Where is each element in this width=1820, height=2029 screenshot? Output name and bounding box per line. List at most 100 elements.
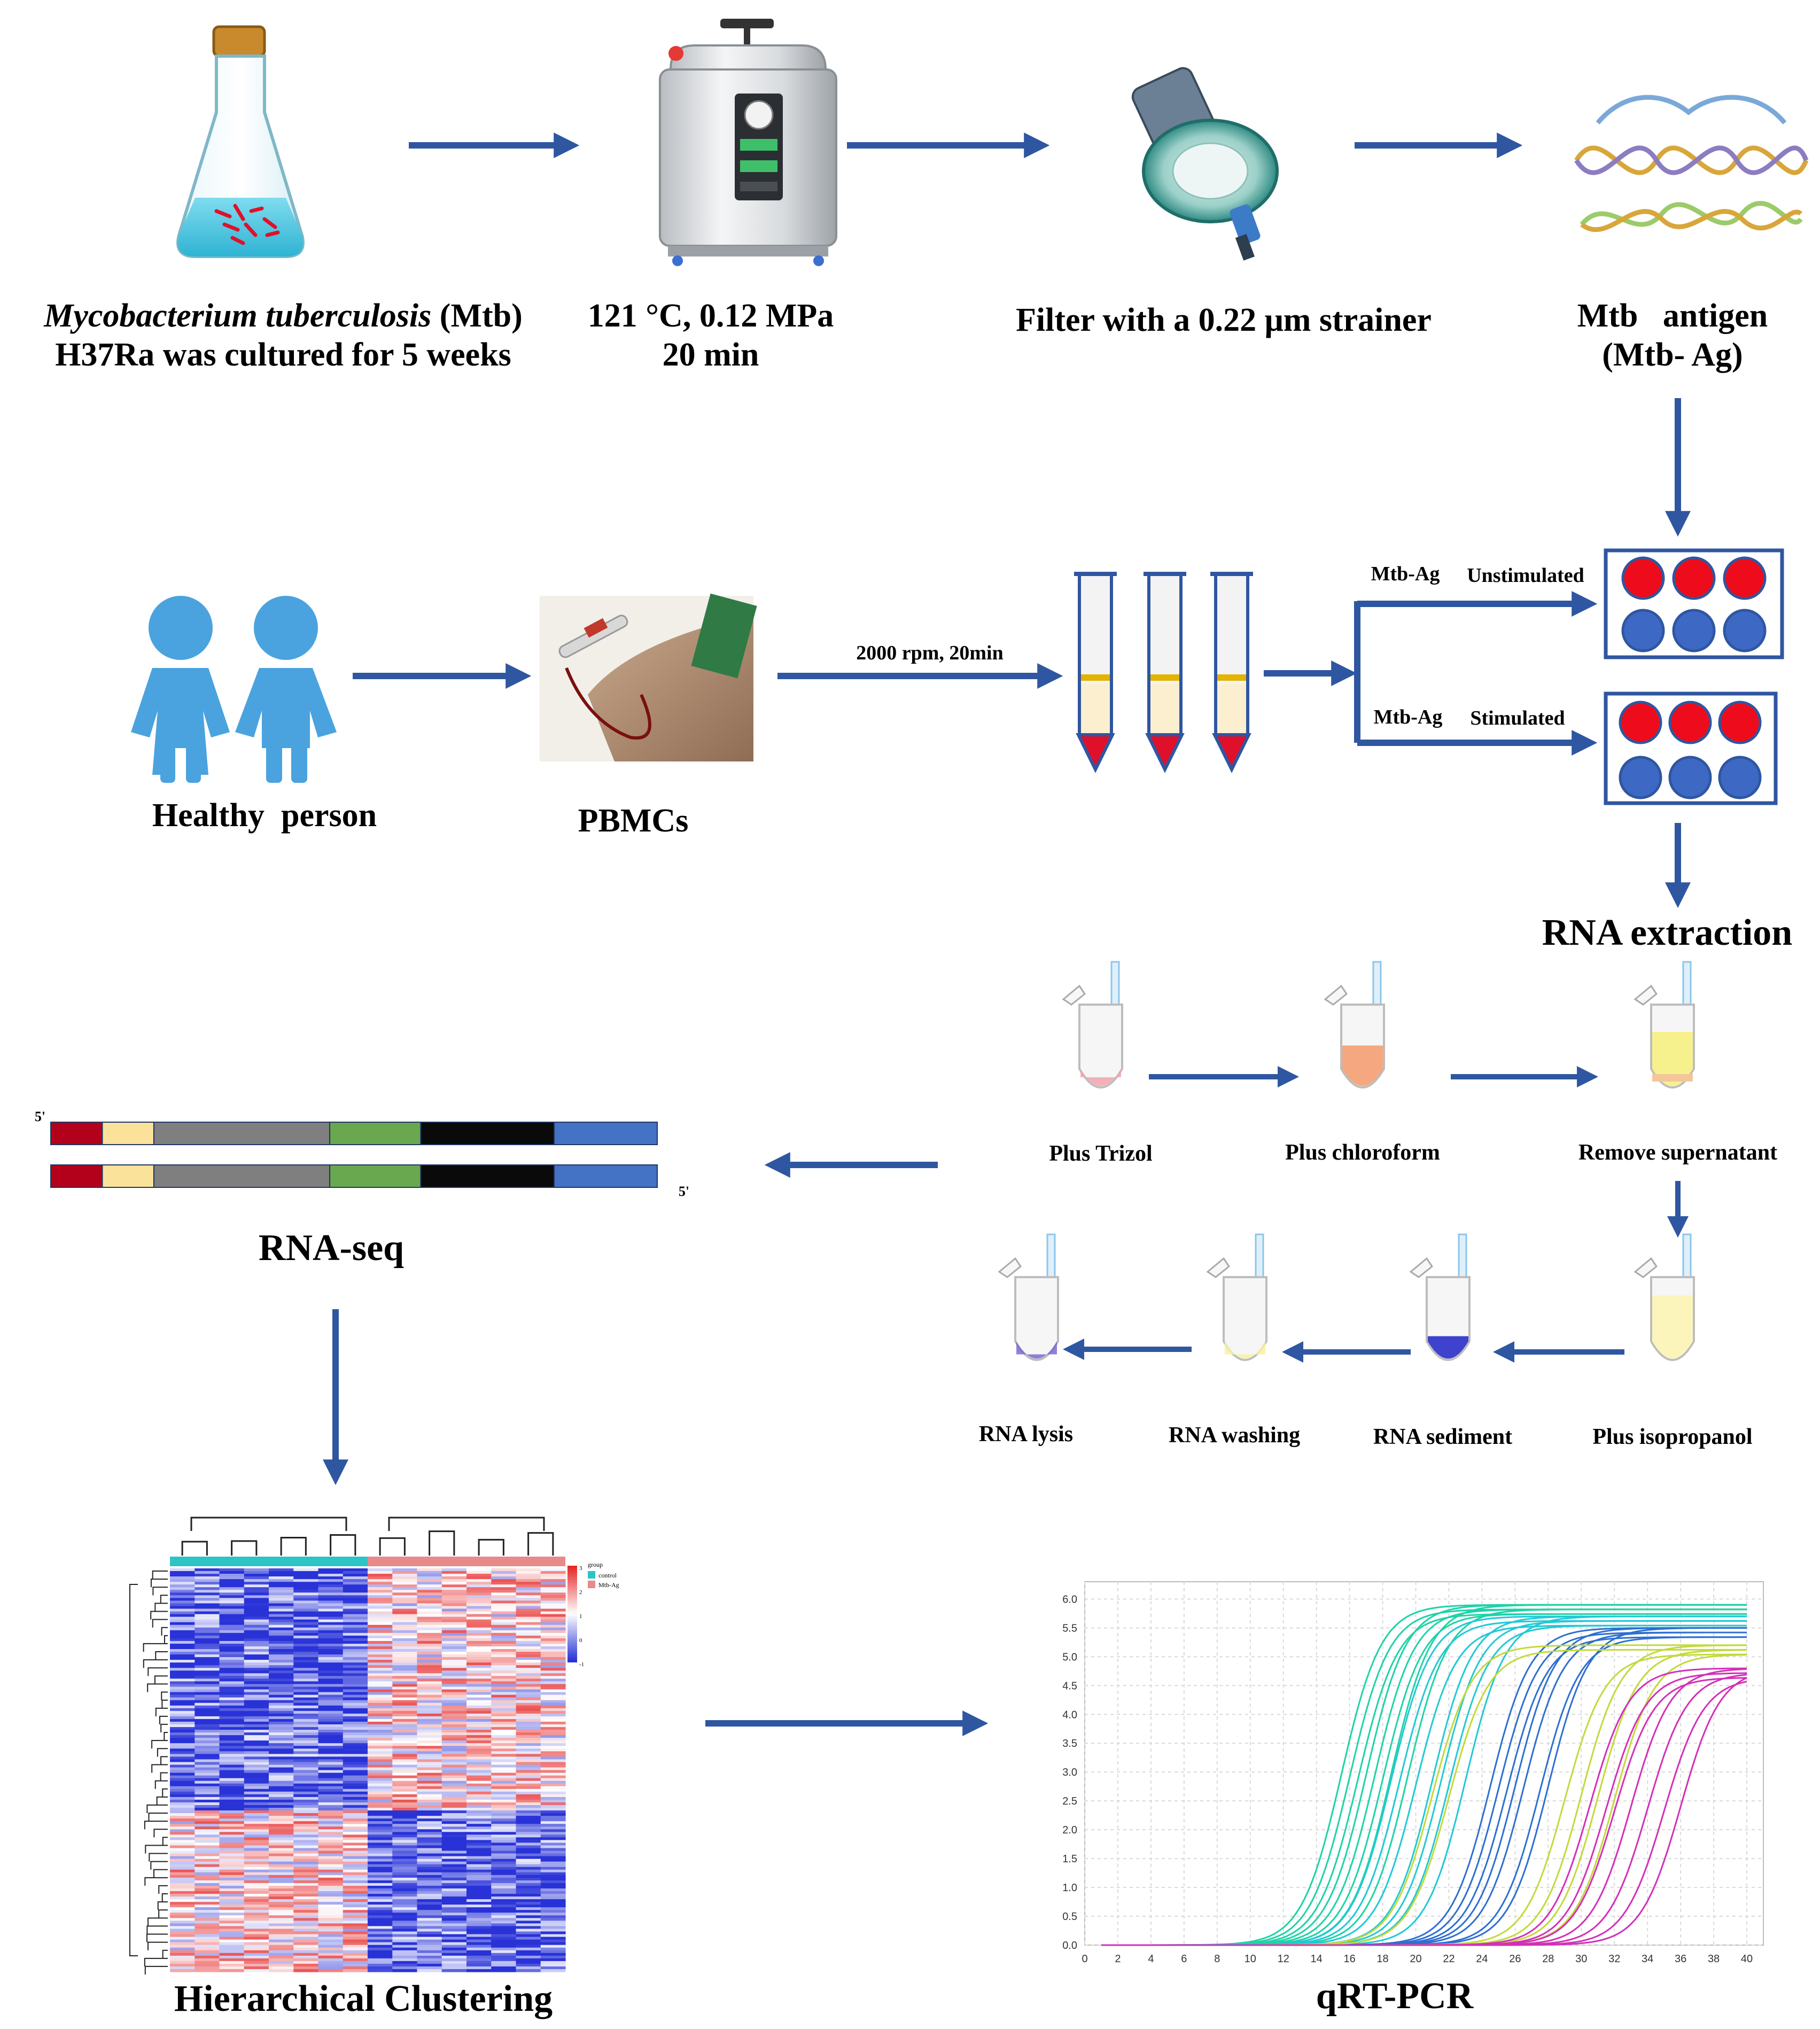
scale-step	[567, 1580, 577, 1583]
heatmap-cell	[170, 1681, 195, 1685]
heatmap-cell	[269, 1638, 294, 1642]
heatmap-cell	[516, 1794, 541, 1798]
heatmap-cell	[491, 1942, 517, 1946]
heatmap-cell	[219, 1568, 245, 1572]
heatmap-cell	[219, 1851, 245, 1854]
heatmap-cell	[269, 1730, 294, 1733]
heatmap-cell	[293, 1926, 319, 1930]
heatmap-cell	[491, 1646, 517, 1650]
heatmap-cell	[540, 1638, 566, 1642]
heatmap-cell	[516, 1799, 541, 1803]
heatmap-cell	[368, 1894, 393, 1897]
heatmap-cell	[293, 1867, 319, 1870]
heatmap-cell	[392, 1716, 418, 1720]
heatmap-cell	[392, 1786, 418, 1790]
heatmap-cell	[392, 1574, 418, 1577]
heatmap-cell	[219, 1608, 245, 1612]
heatmap-cell	[244, 1751, 269, 1754]
heatmap-cell	[318, 1848, 344, 1852]
heatmap-cell	[516, 1719, 541, 1722]
heatmap-cell	[170, 1584, 195, 1588]
heatmap-cell	[491, 1622, 517, 1626]
heatmap-cell	[540, 1622, 566, 1626]
heatmap-cell	[244, 1913, 269, 1916]
heatmap-cell	[516, 1945, 541, 1948]
heatmap-cell	[368, 1826, 393, 1830]
heatmap-cell	[195, 1673, 220, 1676]
heatmap-cell	[343, 1786, 368, 1790]
heatmap-cell	[392, 1802, 418, 1806]
heatmap-cell	[540, 1783, 566, 1787]
heatmap-cell	[516, 1816, 541, 1819]
heatmap-cell	[244, 1921, 269, 1924]
scale-step	[567, 1635, 577, 1638]
dendrogram-branch	[146, 1933, 168, 1942]
heatmap-cell	[516, 1759, 541, 1762]
heatmap-cell	[368, 1899, 393, 1902]
dendrogram-branch	[155, 1651, 168, 1660]
heatmap-cell	[466, 1961, 492, 1964]
heatmap-cell	[491, 1891, 517, 1894]
x-tick-label: 16	[1343, 1953, 1355, 1965]
heatmap-cell	[269, 1818, 294, 1822]
heatmap-cell	[195, 1913, 220, 1916]
heatmap-cell	[441, 1719, 467, 1722]
heatmap-cell	[540, 1751, 566, 1754]
pbmc-caption: PBMCs	[578, 803, 689, 839]
heatmap-cell	[244, 1624, 269, 1628]
heatmap-cell	[343, 1902, 368, 1905]
heatmap-cell	[244, 1641, 269, 1644]
tube-isopropanol-icon	[1634, 1233, 1695, 1361]
heatmap-cell	[219, 1694, 245, 1698]
heatmap-cell	[318, 1843, 344, 1846]
heatmap-cell	[170, 1767, 195, 1771]
heatmap-cell	[269, 1923, 294, 1927]
heatmap-cell	[441, 1727, 467, 1730]
heatmap-cell	[491, 1689, 517, 1693]
heatmap-cell	[441, 1851, 467, 1854]
tube-cap	[1634, 1257, 1658, 1278]
dendrogram-branch	[155, 1707, 168, 1716]
heatmap-cell	[219, 1582, 245, 1585]
heatmap-cell	[540, 1598, 566, 1601]
heatmap-cell	[219, 1955, 245, 1959]
x-tick-label: 40	[1741, 1953, 1753, 1965]
heatmap-cell	[441, 1721, 467, 1725]
heatmap-cell	[441, 1931, 467, 1935]
dendrogram-branch	[145, 1845, 168, 1854]
heatmap-cell	[244, 1697, 269, 1701]
heatmap-cell	[318, 1721, 344, 1725]
heatmap-cell	[392, 1791, 418, 1795]
heatmap-cell	[516, 1590, 541, 1593]
heatmap-cell	[170, 1861, 195, 1865]
heatmap-cell	[368, 1816, 393, 1819]
heatmap-cell	[244, 1834, 269, 1838]
heatmap-cell	[318, 1816, 344, 1819]
heatmap-cell	[368, 1603, 393, 1607]
heatmap-cell	[343, 1910, 368, 1913]
heatmap-cell	[516, 1778, 541, 1782]
heatmap-cell	[368, 1759, 393, 1762]
heatmap-cell	[491, 1670, 517, 1674]
heatmap-cell	[516, 1574, 541, 1577]
heatmap-cell	[293, 1896, 319, 1900]
heatmap-cell	[466, 1926, 492, 1930]
heatmap-cell	[368, 1681, 393, 1685]
heatmap-cell	[516, 1654, 541, 1658]
heatmap-cell	[368, 1568, 393, 1572]
heatmap-cell	[170, 1829, 195, 1832]
heatmap-cell	[170, 1627, 195, 1631]
upper-mtb-label: Mtb-Ag	[1371, 563, 1440, 585]
heatmap-cell	[491, 1810, 517, 1814]
heatmap-cell	[491, 1754, 517, 1757]
heatmap-cell	[392, 1953, 418, 1956]
heatmap-cell	[195, 1923, 220, 1927]
heatmap-cell	[466, 1694, 492, 1698]
heatmap-cell	[343, 1821, 368, 1824]
heatmap-cell	[269, 1961, 294, 1964]
heatmap-cell	[244, 1778, 269, 1782]
heatmap-cell	[195, 1735, 220, 1738]
heatmap-cell	[392, 1676, 418, 1679]
heatmap-cell	[293, 1587, 319, 1590]
